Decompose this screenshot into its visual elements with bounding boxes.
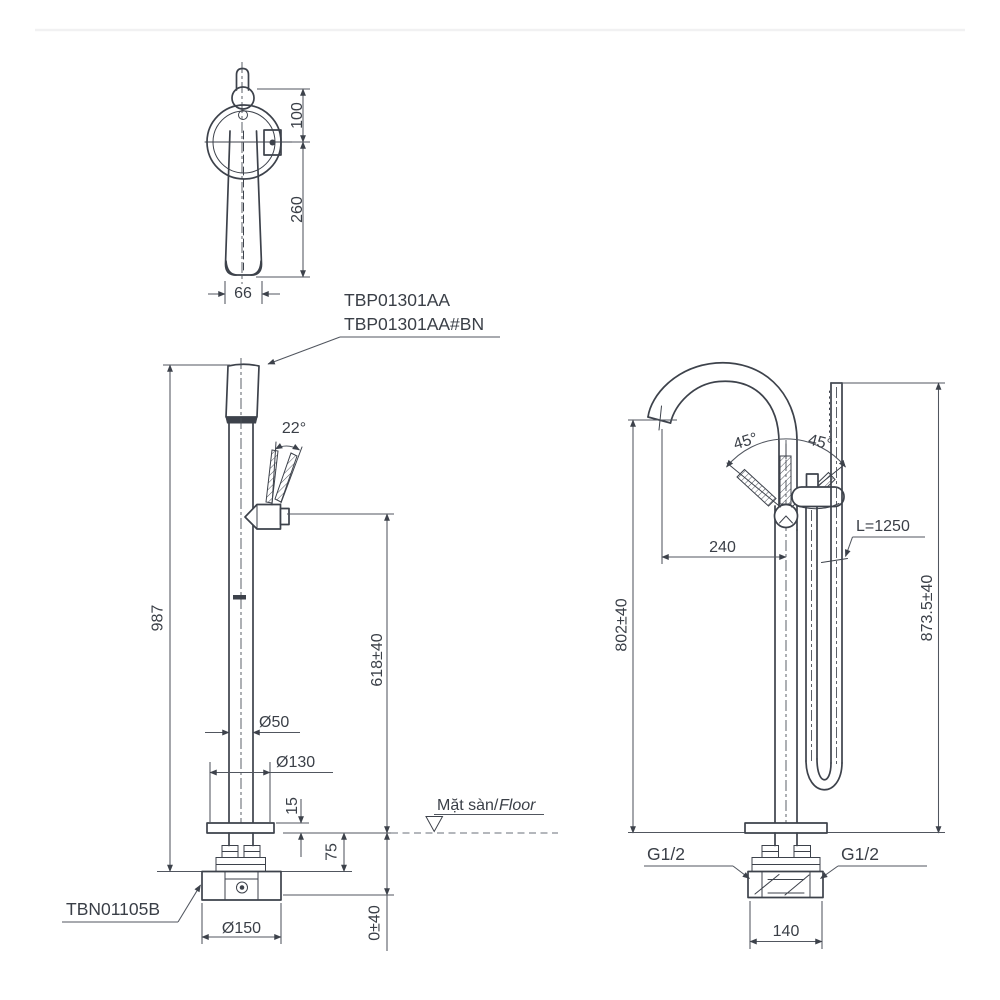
- front-view: 22° 987 618±40 0±40 Ø50 Ø130 15 75: [62, 358, 558, 951]
- dim-dia130: Ø130: [276, 754, 315, 771]
- gooseneck-spout-outer: [647, 361, 798, 531]
- handle-pivot-top-view: [231, 86, 255, 110]
- floor-label-en: Floor: [499, 797, 536, 814]
- dim-802: 802±40: [614, 598, 631, 651]
- spout-model-label-1: TBP01301AA: [344, 290, 450, 310]
- dim-873-5: 873.5±40: [919, 575, 936, 642]
- base-model-text: TBN01105B: [66, 899, 160, 919]
- gooseneck-spout-inner: [669, 380, 780, 507]
- floor-flange-front: [206, 822, 275, 834]
- dim-dia50: Ø50: [259, 714, 289, 731]
- handle-angle-annotation: 22°: [271, 420, 306, 506]
- floor-flange-side: [744, 822, 828, 834]
- dim-987: 987: [150, 605, 167, 632]
- dim-45deg-right: 45°: [806, 431, 834, 453]
- floor-datum-symbol: [425, 816, 444, 833]
- spout-top-view: [224, 130, 263, 276]
- top-view: 100 260 66: [204, 62, 310, 304]
- mounting-base-side: [747, 870, 824, 899]
- dim-45deg-left: 45°: [732, 430, 760, 453]
- dim-66: 66: [234, 285, 252, 302]
- spout-head-front: [225, 363, 260, 418]
- dim-22deg: 22°: [282, 420, 306, 437]
- dim-240: 240: [709, 539, 736, 556]
- shower-holder-top-view: [263, 129, 282, 156]
- floor-label: Mặt sàn/ Floor: [425, 797, 544, 833]
- dim-618: 618±40: [369, 633, 386, 686]
- model-labels: TBP01301AA TBP01301AA#BN: [267, 290, 500, 365]
- model-leader-line: [267, 336, 341, 365]
- hose-length-label: L=1250: [845, 518, 925, 558]
- dim-100: 100: [289, 102, 306, 129]
- g12-left-text: G1/2: [647, 844, 685, 864]
- base-model-label: TBN01105B: [62, 884, 201, 923]
- dim-140: 140: [773, 923, 800, 940]
- spout-model-label-2: TBP01301AA#BN: [344, 314, 484, 334]
- dim-75: 75: [324, 843, 341, 861]
- floor-label-vi: Mặt sàn/: [437, 797, 499, 814]
- inlet-thread-label-left: G1/2: [644, 844, 750, 879]
- handle-tip-top-view: [235, 67, 250, 91]
- inlet-thread-label-right: G1/2: [820, 844, 927, 879]
- g12-right-text: G1/2: [841, 844, 879, 864]
- dim-260: 260: [289, 196, 306, 223]
- top-view-dimensions: 100 260 66: [208, 88, 310, 304]
- hand-shower: [791, 382, 848, 791]
- dim-dia150: Ø150: [222, 920, 261, 937]
- dim-15: 15: [284, 797, 301, 815]
- handle-lever-side: [779, 455, 792, 505]
- dim-hose-length: L=1250: [856, 518, 910, 535]
- side-view: 45° 45° L=1250 240: [614, 361, 945, 949]
- handle-joint-front: [244, 503, 282, 530]
- dim-0-40: 0±40: [367, 905, 384, 941]
